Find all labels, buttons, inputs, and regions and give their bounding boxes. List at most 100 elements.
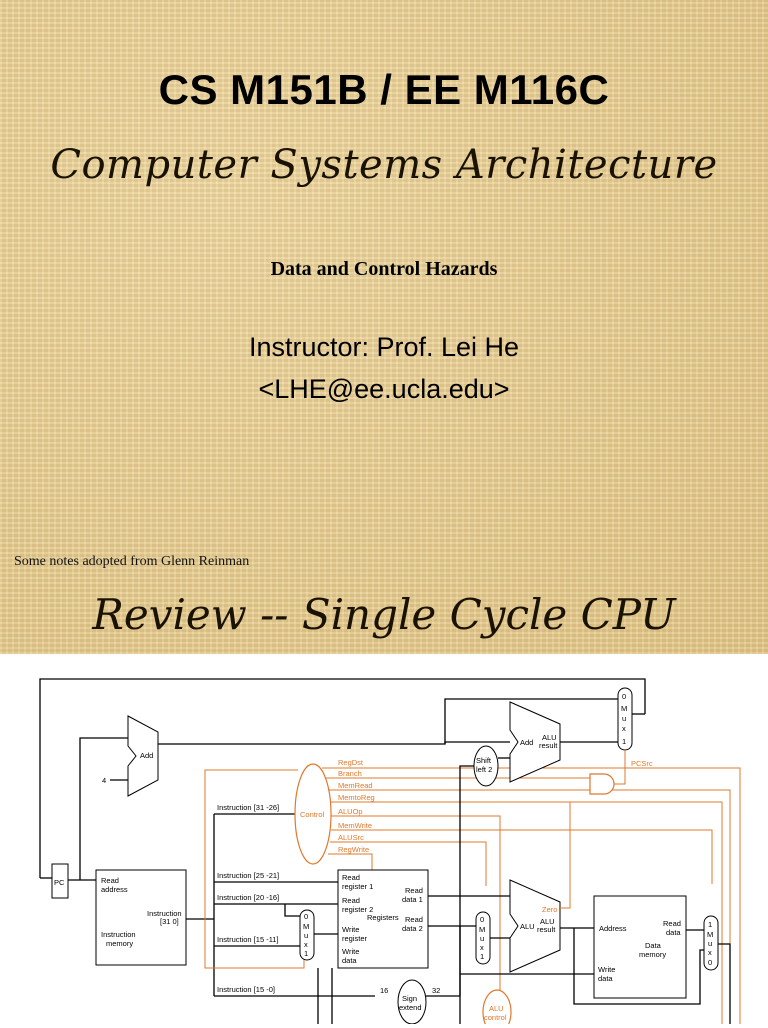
- signal-memtoreg: MemtoReg: [338, 793, 375, 802]
- signal-branch: Branch: [338, 769, 362, 778]
- reg-read-2: Read: [342, 896, 360, 905]
- pc-to-add-wire: [79, 737, 128, 880]
- instr-field-imm: Instruction [15 -0]: [217, 985, 275, 994]
- instruction-memory: [95, 869, 187, 966]
- pcsrc-mux-m: M: [621, 704, 627, 713]
- dmem-write: Write: [598, 965, 615, 974]
- regdst-mux-u: u: [304, 931, 308, 940]
- memtoreg-mux-0: 0: [708, 958, 712, 967]
- reg-write-2: Write: [342, 947, 359, 956]
- imem-instruction-2: Instruction: [101, 930, 136, 939]
- bits-16: 16: [380, 986, 388, 995]
- pc-loop-wire: [39, 678, 646, 878]
- constant-four: 4: [102, 776, 106, 785]
- alu-zero: Zero: [542, 905, 557, 914]
- alu-result: result: [537, 925, 556, 934]
- memwrite-line: [331, 829, 713, 884]
- course-subtitle: Computer Systems Architecture: [50, 142, 718, 188]
- signal-memwrite: MemWrite: [338, 821, 372, 830]
- signal-regdst: RegDst: [338, 758, 364, 767]
- memtoreg-line: [330, 801, 723, 1024]
- signal-memread: MemRead: [338, 781, 373, 790]
- sign-extend-label: Sign: [402, 994, 417, 1003]
- imem-memory: memory: [106, 939, 133, 948]
- dmem-read: Read: [663, 919, 681, 928]
- branch-and-gate: [589, 773, 615, 795]
- title-slide: CS M151B / EE M116C Computer Systems Arc…: [0, 0, 768, 654]
- pcsrc-label: PCSrc: [631, 759, 653, 768]
- main-alu: [509, 879, 561, 973]
- alusrc-mux-m: M: [479, 925, 485, 934]
- dmem-data: data: [666, 928, 681, 937]
- pcsrc-mux-u: u: [622, 714, 626, 723]
- alu-control: [482, 989, 512, 1028]
- pcsrc-mux-1: 1: [622, 737, 626, 746]
- regdst-mux-x: x: [304, 940, 308, 949]
- rt-mux-wire: [284, 904, 300, 917]
- alusrc-line: [330, 841, 487, 886]
- reg-write: Write: [342, 925, 359, 934]
- instructor-name: Instructor: Prof. Lei He: [248, 332, 520, 362]
- reg-read-1: Read: [342, 873, 360, 882]
- reg-register-1: register 1: [342, 882, 373, 891]
- alu-label: ALU: [520, 922, 535, 931]
- control-unit: [294, 763, 332, 865]
- alusrc-mux-u: u: [480, 934, 484, 943]
- control-label: Control: [300, 810, 325, 819]
- regdst-mux-m: M: [303, 922, 309, 931]
- reg-data: data: [342, 956, 357, 965]
- shift-label: Shift: [476, 756, 492, 765]
- regwrite-line: [328, 853, 373, 870]
- alu-control-label-2: control: [484, 1013, 507, 1022]
- pc4-wire: [158, 741, 510, 745]
- reg-out-data-1: data 1: [402, 895, 423, 904]
- course-title: CS M151B / EE M116C: [158, 66, 610, 113]
- regdst-mux-1: 1: [304, 949, 308, 958]
- regdst-mux: [299, 909, 315, 961]
- pc-label: PC: [54, 878, 65, 887]
- shift-label-2: left 2: [476, 765, 492, 774]
- reg-out-data-2: data 2: [402, 924, 423, 933]
- memtoreg-mux-u: u: [708, 939, 712, 948]
- imm-to-shift-wire: [459, 765, 474, 996]
- dmem-write-data: data: [598, 974, 613, 983]
- dmem-data-label: Data: [645, 941, 662, 950]
- cpu-datapath-diagram: PC 4 Add Read address Instruction [31 0]…: [0, 654, 768, 1028]
- reg-out-read-1: Read: [405, 886, 423, 895]
- register-file: [337, 869, 429, 969]
- alusrc-mux-0: 0: [480, 915, 484, 924]
- regdst-mux-0: 0: [304, 912, 308, 921]
- lecture-topic: Data and Control Hazards: [270, 258, 498, 280]
- imem-bits: [31 0]: [160, 917, 179, 926]
- instr-field-op: Instruction [31 -26]: [217, 803, 279, 812]
- reg-out-read-2: Read: [405, 915, 423, 924]
- instr-field-rs: Instruction [25 -21]: [217, 871, 279, 880]
- pc-register: [51, 863, 69, 899]
- alu-alu: ALU: [540, 917, 555, 926]
- aluop-line: [331, 815, 501, 994]
- zero-wire: [560, 802, 571, 909]
- alu-control-label: ALU: [489, 1004, 504, 1013]
- pcsrc-mux-0: 0: [622, 692, 626, 701]
- memtoreg-mux-m: M: [707, 930, 713, 939]
- reg-register-2: register 2: [342, 905, 373, 914]
- branch-adder: [509, 701, 561, 783]
- alusrc-mux-x: x: [480, 943, 484, 952]
- imem-address: address: [101, 885, 128, 894]
- branch-alu: ALU: [542, 733, 557, 742]
- branch-result: result: [539, 741, 558, 750]
- imem-instruction: Instruction: [147, 909, 182, 918]
- instructor-email: <LHE@ee.ucla.edu>: [258, 374, 510, 404]
- signal-aluop: ALUOp: [338, 807, 363, 816]
- instr-field-rt: Instruction [20 -16]: [217, 893, 279, 902]
- pc-adder-label: Add: [140, 751, 153, 760]
- dmem-memory: memory: [639, 950, 666, 959]
- regdst-return-line: [204, 769, 305, 969]
- pcsrc-line: [614, 750, 626, 785]
- bits-32: 32: [432, 986, 440, 995]
- pc4-to-mux-wire: [444, 698, 618, 744]
- signal-regwrite: RegWrite: [338, 845, 369, 854]
- datapath-svg: PC 4 Add Read address Instruction [31 0]…: [39, 678, 741, 1028]
- memtoreg-mux: [703, 915, 719, 971]
- attribution-note: Some notes adopted from Glenn Reinman: [14, 554, 250, 569]
